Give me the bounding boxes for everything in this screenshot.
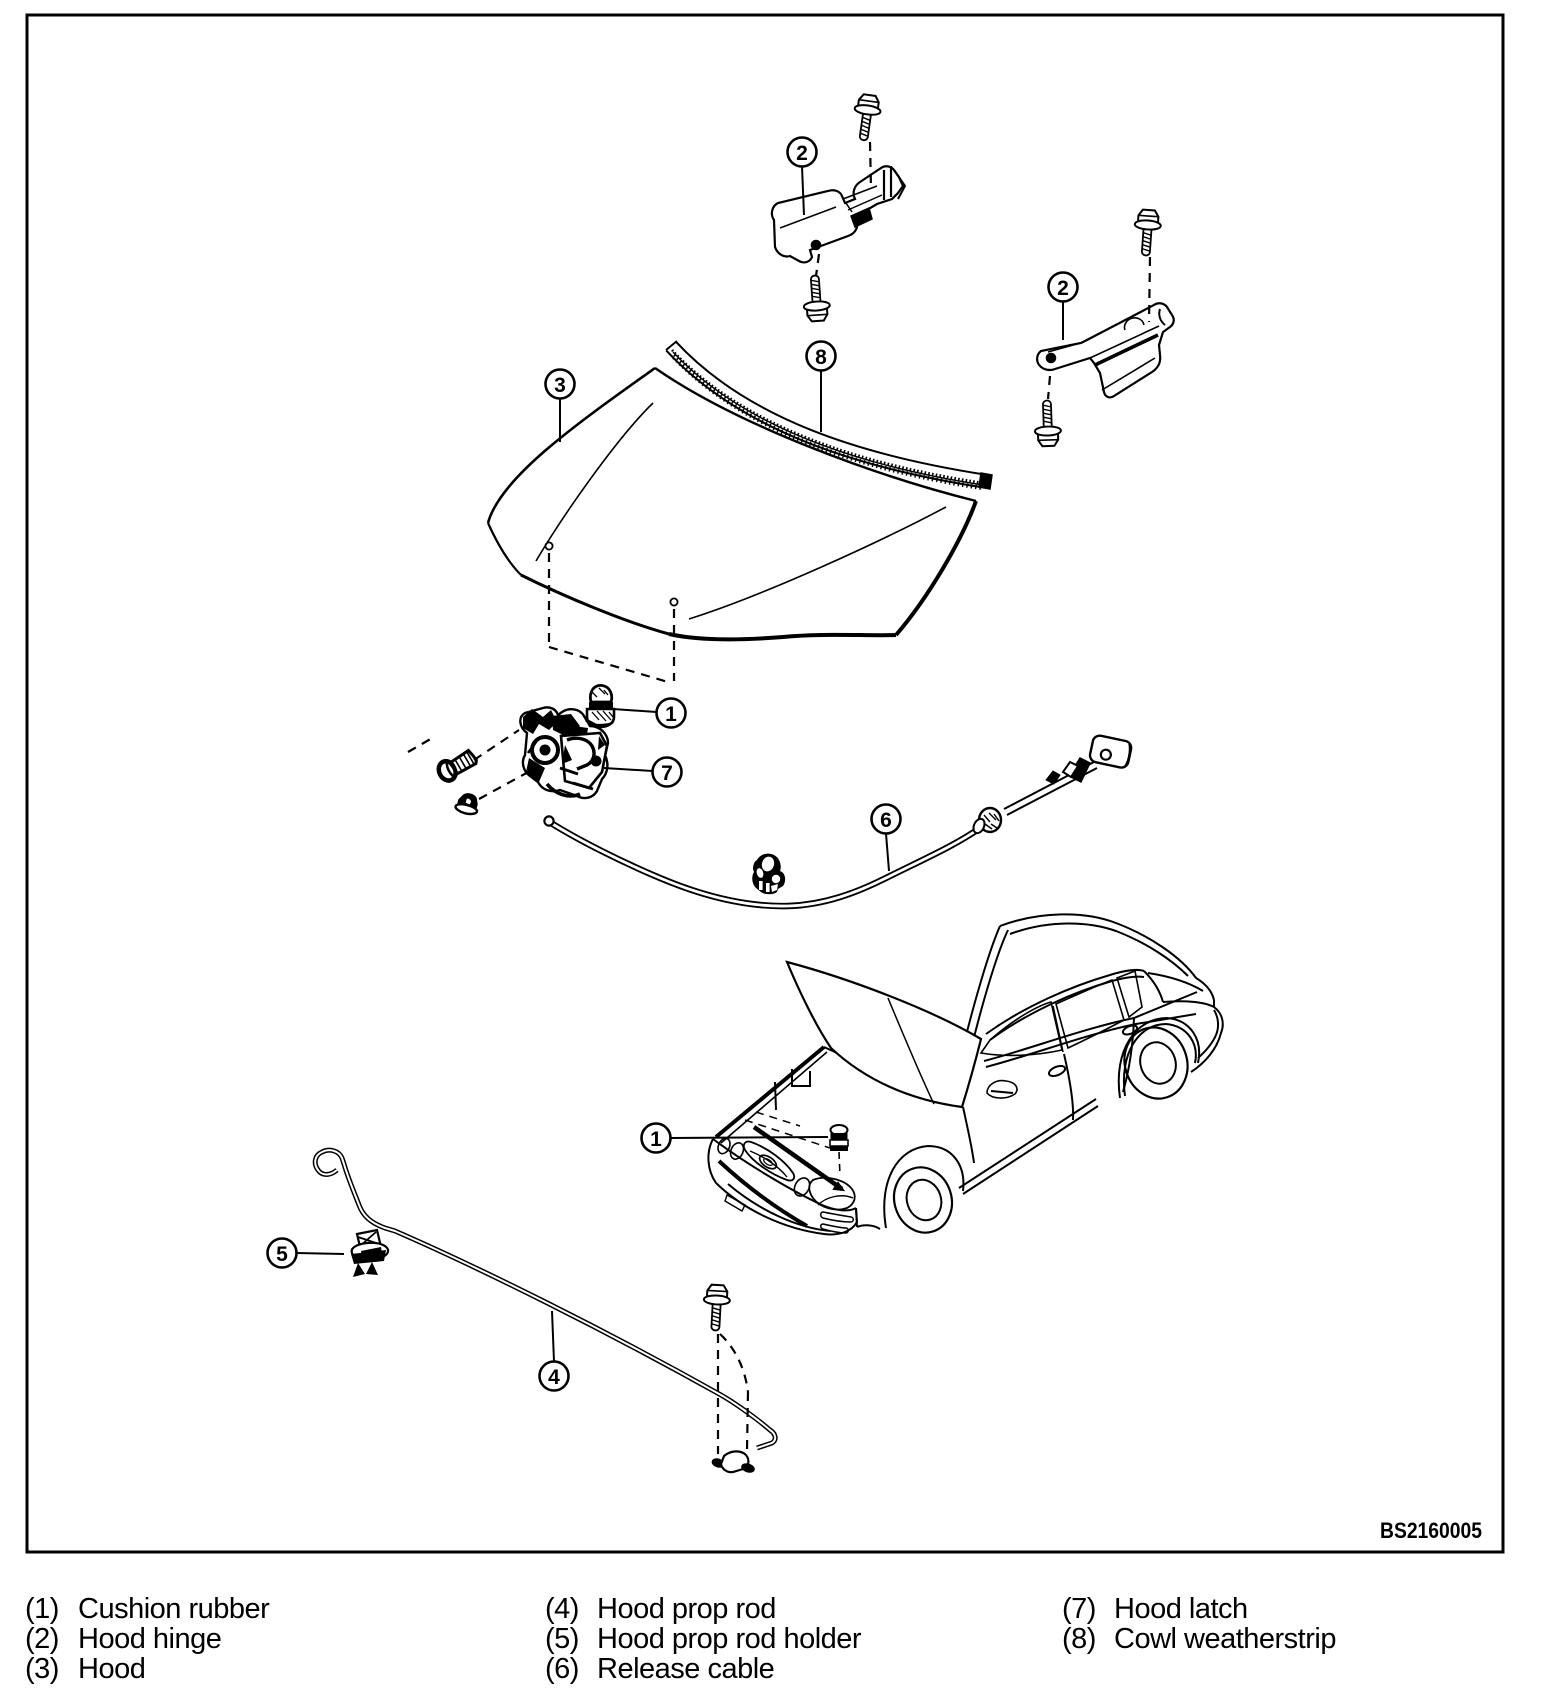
svg-text:4: 4 — [548, 1366, 560, 1389]
svg-text:Hood prop rod holder: Hood prop rod holder — [597, 1623, 862, 1655]
svg-text:1: 1 — [665, 703, 677, 726]
svg-text:Cushion rubber: Cushion rubber — [78, 1593, 270, 1625]
svg-text:2: 2 — [1057, 277, 1069, 300]
svg-text:Hood: Hood — [78, 1653, 145, 1685]
svg-text:Hood hinge: Hood hinge — [78, 1623, 221, 1655]
svg-text:(2): (2) — [25, 1623, 59, 1655]
svg-text:5: 5 — [276, 1243, 288, 1266]
svg-text:2: 2 — [796, 142, 808, 165]
svg-text:Cowl weatherstrip: Cowl weatherstrip — [1114, 1623, 1336, 1655]
svg-text:(1): (1) — [25, 1593, 59, 1625]
svg-text:(8): (8) — [1062, 1623, 1096, 1655]
svg-text:(6): (6) — [545, 1653, 579, 1685]
svg-text:Hood latch: Hood latch — [1114, 1593, 1248, 1625]
svg-text:Hood prop rod: Hood prop rod — [597, 1593, 776, 1625]
svg-text:3: 3 — [554, 374, 566, 397]
svg-text:1: 1 — [650, 1128, 662, 1151]
svg-text:7: 7 — [661, 762, 673, 785]
svg-text:(5): (5) — [545, 1623, 579, 1655]
svg-text:(4): (4) — [545, 1593, 579, 1625]
svg-text:(3): (3) — [25, 1653, 59, 1685]
svg-text:BS2160005: BS2160005 — [1380, 1518, 1482, 1543]
svg-text:8: 8 — [815, 346, 827, 369]
svg-text:6: 6 — [880, 809, 892, 832]
svg-text:Release cable: Release cable — [597, 1653, 774, 1685]
svg-text:(7): (7) — [1062, 1593, 1096, 1625]
